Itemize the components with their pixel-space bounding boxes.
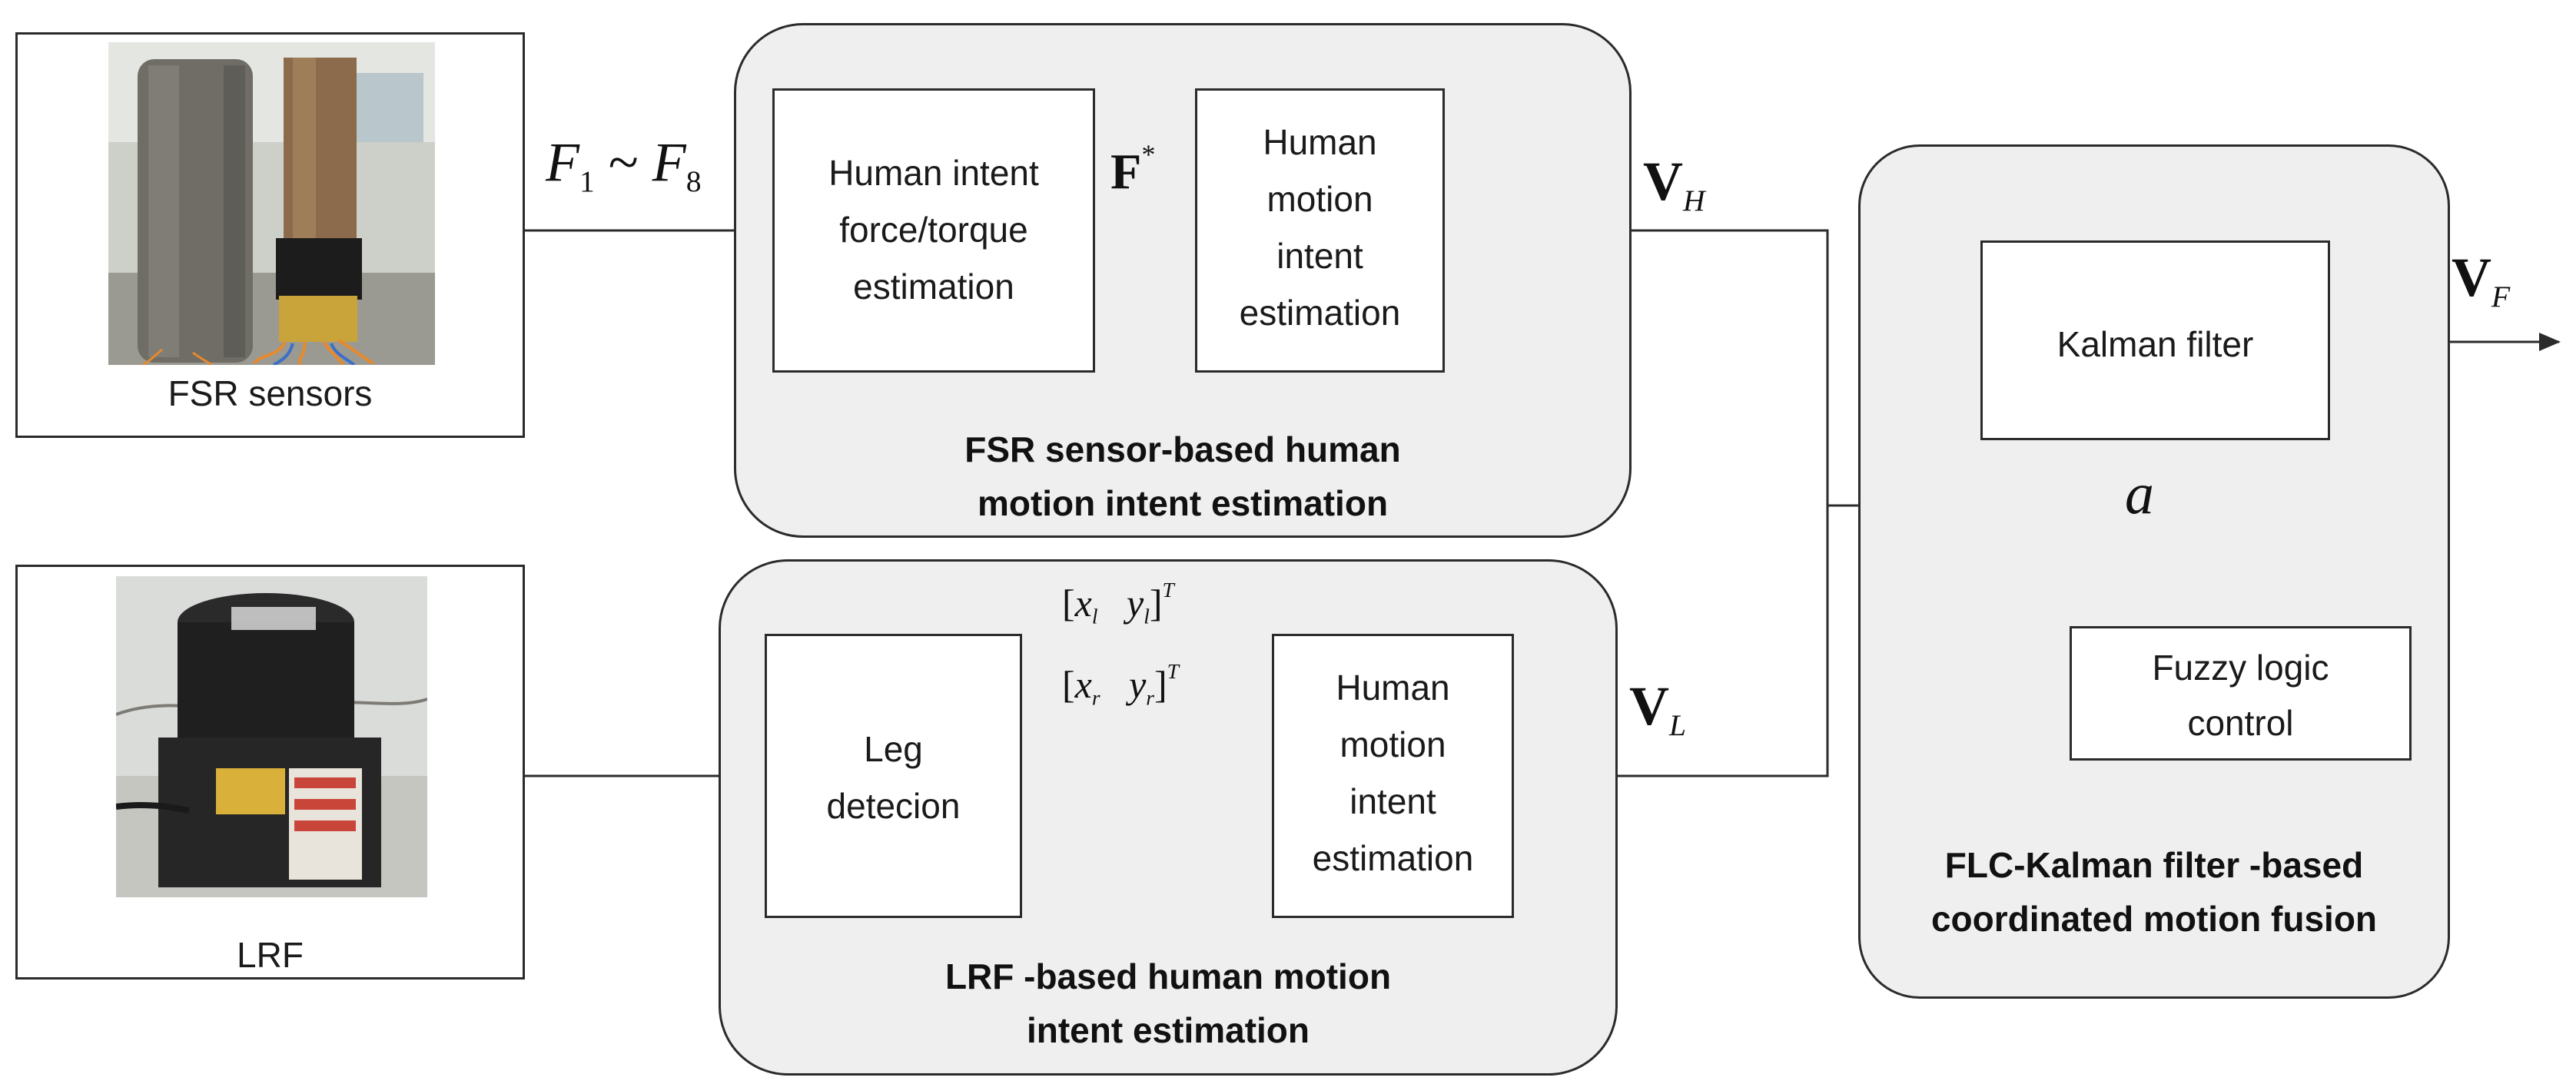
fsr-group-title-line1: FSR sensor-based human — [964, 429, 1401, 469]
lrf-motion-line1: Human — [1336, 668, 1450, 708]
lrf-motion-line2: motion — [1339, 724, 1446, 764]
alpha-label: a — [2125, 461, 2154, 528]
force-torque-estimation-block: Human intent force/torque estimation — [772, 88, 1095, 373]
force-star-sup: * — [1141, 139, 1156, 170]
right-leg-x-sub: r — [1091, 685, 1100, 710]
fsr-motion-line3: intent — [1276, 236, 1363, 276]
kalman-label: Kalman filter — [2056, 324, 2254, 364]
vh-label: VH — [1643, 150, 1705, 218]
force-f1: F — [546, 131, 579, 193]
right-leg-y-sub: r — [1146, 685, 1154, 710]
fsr-sensors-box: FSR sensors — [15, 32, 525, 438]
leg-block-line1: Leg — [864, 729, 923, 769]
force-star-base: F — [1110, 144, 1142, 201]
vl-base: V — [1629, 675, 1669, 737]
lrf-box: LRF — [15, 565, 525, 980]
lrf-group-title-line2: intent estimation — [1026, 1010, 1310, 1050]
vf-base: V — [2452, 247, 2491, 308]
lrf-motion-line4: estimation — [1312, 838, 1474, 878]
vl-label: VL — [1629, 675, 1686, 743]
fsr-sensors-caption: FSR sensors — [168, 373, 373, 413]
left-leg-vector: [xl yl]T — [1062, 578, 1174, 628]
left-leg-y-sub: l — [1144, 604, 1150, 628]
vf-sub: F — [2491, 279, 2511, 313]
force-range-label: F1 ~ F8 — [546, 131, 702, 199]
right-leg-vector: [xr yr]T — [1062, 659, 1179, 710]
fusion-group-title-line2: coordinated motion fusion — [1930, 899, 2378, 939]
left-leg-x: x — [1074, 581, 1092, 625]
left-leg-sup: T — [1162, 578, 1174, 602]
fsr-group-title-line2: motion intent estimation — [977, 483, 1389, 523]
force-star-label: F* — [1110, 138, 1155, 202]
right-leg-sup: T — [1167, 659, 1179, 683]
lrf-photo — [116, 576, 427, 897]
alpha-symbol: a — [2125, 462, 2154, 526]
lrf-motion-intent-block: Human motion intent estimation — [1272, 634, 1514, 918]
fuzzy-logic-control-block: Fuzzy logic control — [2070, 626, 2412, 761]
right-leg-y: y — [1129, 662, 1147, 706]
fsr-motion-line4: estimation — [1239, 293, 1401, 333]
lrf-motion-line3: intent — [1349, 781, 1436, 821]
fuzzy-line2: control — [2187, 703, 2294, 743]
leg-detection-block: Leg detecion — [765, 634, 1022, 918]
force-sep: ~ — [594, 131, 652, 193]
force-f8: F — [652, 131, 686, 193]
fuzzy-line1: Fuzzy logic — [2152, 648, 2329, 688]
fsr-sensor-photo — [108, 42, 435, 365]
force-block-line2: force/torque — [839, 210, 1028, 250]
vf-label: VF — [2452, 246, 2510, 314]
lrf-caption: LRF — [237, 935, 304, 975]
fsr-motion-line2: motion — [1266, 179, 1373, 219]
fsr-motion-intent-block: Human motion intent estimation — [1195, 88, 1445, 373]
vh-sub: H — [1683, 183, 1705, 217]
force-f1-sub: 1 — [579, 164, 595, 198]
left-leg-y: y — [1127, 581, 1144, 625]
force-block-line1: Human intent — [828, 153, 1039, 193]
left-leg-x-sub: l — [1091, 604, 1098, 628]
vl-sub: L — [1669, 708, 1687, 742]
right-leg-x: x — [1074, 662, 1092, 706]
vh-base: V — [1643, 151, 1683, 212]
leg-block-line2: detecion — [826, 786, 961, 826]
force-block-line3: estimation — [853, 267, 1014, 307]
fusion-group-title-line1: FLC-Kalman filter -based — [1944, 845, 2364, 885]
vl-line — [1514, 506, 1829, 777]
force-f8-sub: 8 — [685, 164, 702, 198]
fsr-motion-line1: Human — [1263, 122, 1377, 162]
kalman-filter-block: Kalman filter — [1980, 240, 2330, 440]
lrf-group-title-line1: LRF -based human motion — [944, 956, 1392, 996]
